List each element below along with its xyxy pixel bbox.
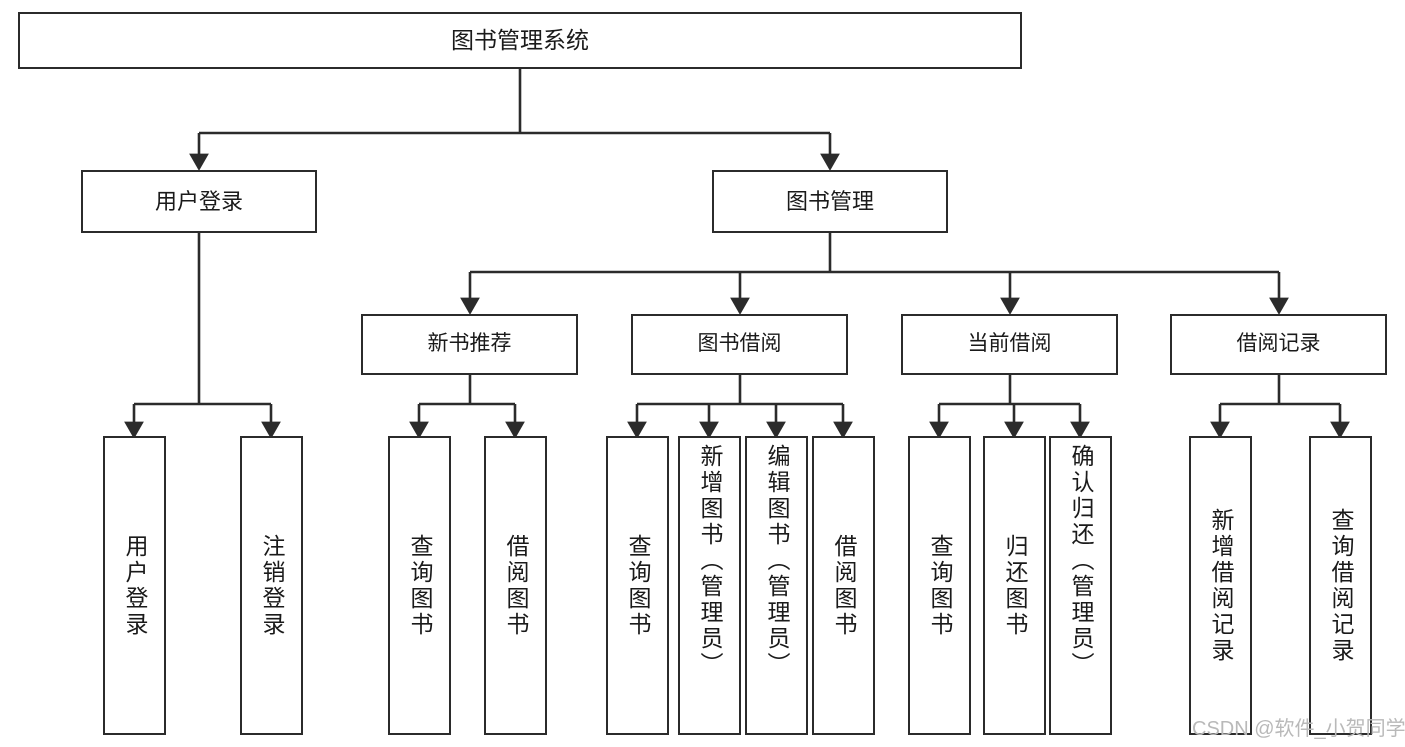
- leaf-add-book-label: 新增图书（管理员）: [697, 444, 723, 678]
- edges-leaves-borrow-record: [1210, 375, 1350, 439]
- edges-leaves-current-borrow: [929, 375, 1090, 439]
- leaf-query-book-1-label: 查询图书: [407, 533, 433, 638]
- node-root-system[interactable]: 图书管理系统: [18, 12, 1022, 69]
- leaf-query-book-3-label: 查询图书: [927, 533, 953, 638]
- leaf-user-login-label: 用户登录: [122, 533, 148, 638]
- node-book-borrow-label: 图书借阅: [697, 332, 782, 356]
- leaf-query-book-2[interactable]: 查询图书: [606, 436, 669, 735]
- leaf-user-logout[interactable]: 注销登录: [240, 436, 303, 735]
- node-book-borrow[interactable]: 图书借阅: [631, 314, 848, 375]
- node-current-borrow-label: 当前借阅: [967, 332, 1052, 356]
- leaf-add-record[interactable]: 新增借阅记录: [1189, 436, 1252, 735]
- leaf-user-login[interactable]: 用户登录: [103, 436, 166, 735]
- leaf-confirm-return-label: 确认归还（管理员）: [1068, 444, 1094, 678]
- node-new-book-rec[interactable]: 新书推荐: [361, 314, 578, 375]
- leaf-borrow-book-1[interactable]: 借阅图书: [484, 436, 547, 735]
- leaf-query-book-3[interactable]: 查询图书: [908, 436, 971, 735]
- leaf-query-record[interactable]: 查询借阅记录: [1309, 436, 1372, 735]
- node-borrow-record[interactable]: 借阅记录: [1170, 314, 1387, 375]
- edges-level2-book: [460, 233, 1289, 315]
- leaf-borrow-book-2-label: 借阅图书: [831, 533, 857, 638]
- leaf-edit-book-label: 编辑图书（管理员）: [764, 444, 790, 678]
- node-current-borrow[interactable]: 当前借阅: [901, 314, 1118, 375]
- leaf-user-logout-label: 注销登录: [259, 533, 285, 638]
- node-book-manage-label: 图书管理: [785, 188, 874, 214]
- leaf-add-book[interactable]: 新增图书（管理员）: [678, 436, 741, 735]
- leaf-query-book-2-label: 查询图书: [625, 533, 651, 638]
- edges-leaves-book-borrow: [627, 375, 853, 439]
- node-user-login-label: 用户登录: [154, 188, 243, 214]
- edges-level1: [189, 69, 840, 171]
- leaf-query-book-1[interactable]: 查询图书: [388, 436, 451, 735]
- node-root-label: 图书管理系统: [451, 26, 589, 53]
- leaf-confirm-return[interactable]: 确认归还（管理员）: [1049, 436, 1112, 735]
- leaf-return-book-label: 归还图书: [1002, 533, 1028, 638]
- edges-leaves-user-login: [124, 233, 281, 439]
- leaf-return-book[interactable]: 归还图书: [983, 436, 1046, 735]
- edges-leaves-new-book-rec: [409, 375, 525, 439]
- leaf-borrow-book-1-label: 借阅图书: [503, 533, 529, 638]
- leaf-borrow-book-2[interactable]: 借阅图书: [812, 436, 875, 735]
- node-book-manage[interactable]: 图书管理: [712, 170, 948, 233]
- leaf-add-record-label: 新增借阅记录: [1208, 507, 1234, 664]
- node-user-login[interactable]: 用户登录: [81, 170, 317, 233]
- node-borrow-record-label: 借阅记录: [1236, 332, 1321, 356]
- leaf-query-record-label: 查询借阅记录: [1328, 507, 1354, 664]
- node-new-book-rec-label: 新书推荐: [427, 332, 512, 356]
- leaf-edit-book[interactable]: 编辑图书（管理员）: [745, 436, 808, 735]
